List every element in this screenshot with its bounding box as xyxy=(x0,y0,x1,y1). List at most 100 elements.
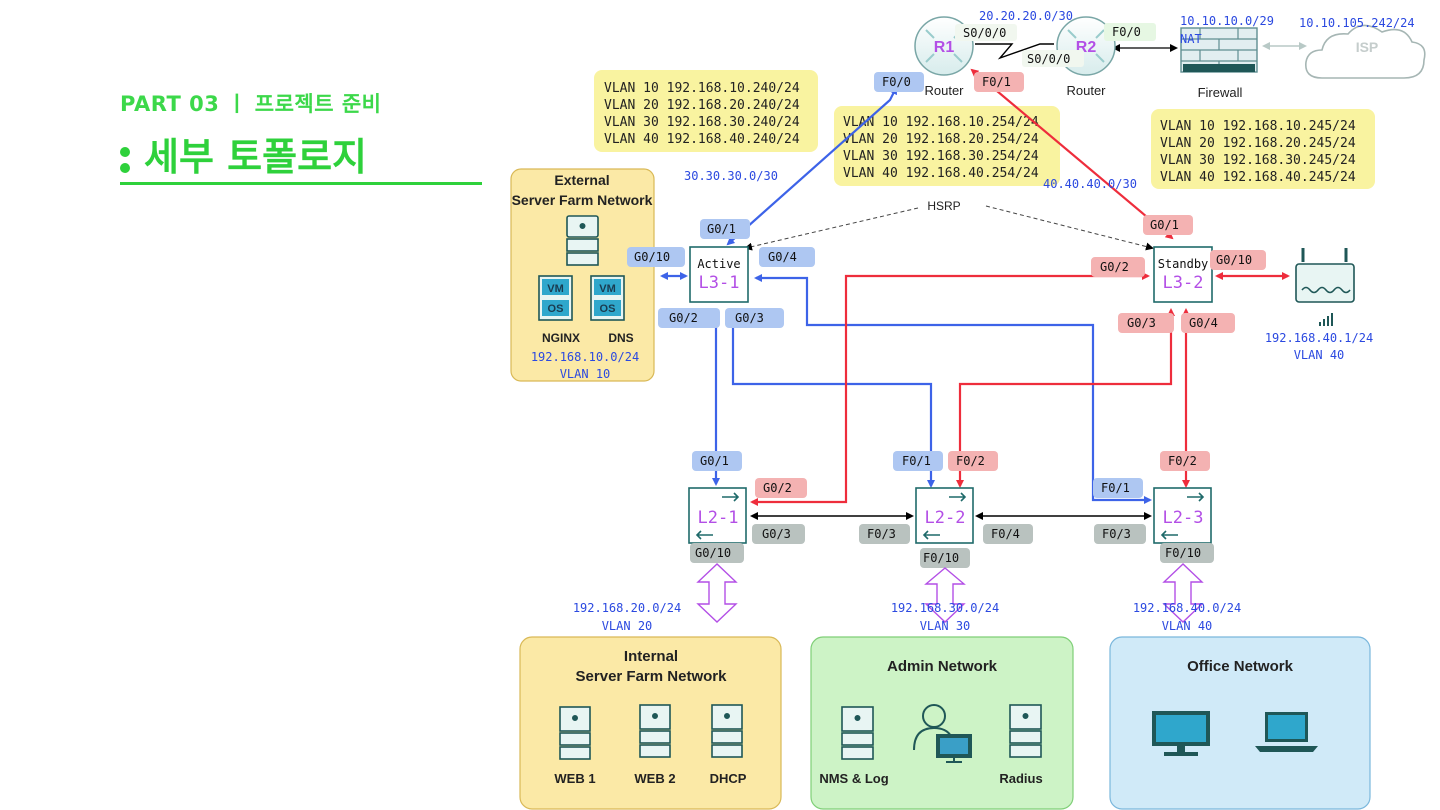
port-tag: G0/2 xyxy=(763,481,792,495)
switch-name: L2-3 xyxy=(1163,508,1204,528)
page-title-text: 세부 토폴로지 xyxy=(144,135,367,179)
server-name-web1: WEB 1 xyxy=(554,771,595,786)
port-tag: G0/1 xyxy=(707,222,736,236)
vm-icon-dns: VM OS xyxy=(590,275,625,321)
switch-role: Active xyxy=(697,257,740,271)
port-tag: G0/10 xyxy=(695,546,731,560)
wireless-ap-icon xyxy=(1295,248,1355,326)
server-name-dhcp: DHCP xyxy=(710,771,747,786)
server-name-radius: Radius xyxy=(999,771,1042,786)
port-tag-r2-s0: S0/0/0 xyxy=(1027,52,1070,66)
port-tag-r1-f01: F0/1 xyxy=(982,75,1011,89)
port-tag: F0/10 xyxy=(923,551,959,565)
subnet-label: 192.168.20.0/24 xyxy=(573,601,681,615)
hsrp-label: HSRP xyxy=(927,199,960,213)
switch-role: Standby xyxy=(1158,257,1209,271)
vlan-line: VLAN 10 192.168.10.245/24 xyxy=(1160,119,1356,134)
serial-subnet-label: 20.20.20.0/30 xyxy=(979,9,1073,23)
vlan-label: VLAN 10 xyxy=(560,367,611,381)
server-icon xyxy=(566,215,599,266)
port-tag: F0/1 xyxy=(1101,481,1130,495)
vlan-label: VLAN 30 xyxy=(920,619,971,633)
vlan-line: VLAN 30 192.168.30.240/24 xyxy=(604,115,800,130)
server-name-nginx: NGINX xyxy=(542,331,580,345)
port-tag: F0/10 xyxy=(1165,546,1201,560)
zone-external-server-farm: External Server Farm Network VM OS VM OS… xyxy=(510,168,655,382)
port-tag: F0/1 xyxy=(902,454,931,468)
title-bullet-icon xyxy=(120,141,130,179)
port-tag: F0/2 xyxy=(1168,454,1197,468)
port-tags: G0/1 G0/10 G0/4 G0/2 G0/3 G0/1 G0/2 G0/1… xyxy=(627,215,1266,568)
vlan-line: VLAN 20 192.168.20.254/24 xyxy=(843,132,1039,147)
vm-label: VM xyxy=(547,283,564,295)
vlan-line: VLAN 40 192.168.40.254/24 xyxy=(843,166,1039,181)
os-label: OS xyxy=(548,303,564,315)
vlan-label: VLAN 20 xyxy=(602,619,653,633)
vm-icon-nginx: VM OS xyxy=(538,275,573,321)
server-name-dns: DNS xyxy=(608,331,633,345)
zone-internal-server-farm: Internal Server Farm Network WEB 1 WEB 2… xyxy=(519,636,782,810)
switch-name: L3-1 xyxy=(699,273,740,293)
port-tag: G0/10 xyxy=(634,250,670,264)
firewall-caption: Firewall xyxy=(1198,85,1243,100)
zone-internal-title1: Internal xyxy=(624,648,678,665)
port-tag: G0/2 xyxy=(1100,260,1129,274)
zone-admin-title: Admin Network xyxy=(887,658,998,675)
vlan-line: VLAN 30 192.168.30.254/24 xyxy=(843,149,1039,164)
slide-header: PART 03 ㅣ 프로젝트 준비 세부 토폴로지 xyxy=(0,0,490,200)
vlan-box-virtual: VLAN 10 192.168.10.254/24 VLAN 20 192.16… xyxy=(834,106,1060,186)
vlan-line: VLAN 20 192.168.20.240/24 xyxy=(604,98,800,113)
subnet-label: 192.168.10.0/24 xyxy=(531,350,639,364)
link-l3-2-l2-2 xyxy=(956,308,1175,488)
nat-label: NAT xyxy=(1180,32,1202,46)
server-name-nms: NMS & Log xyxy=(819,771,888,786)
router-caption: Router xyxy=(924,83,964,98)
port-tag: G0/1 xyxy=(700,454,729,468)
vlan-box-l3-1: VLAN 10 192.168.10.240/24 VLAN 20 192.16… xyxy=(594,70,818,152)
port-tag: G0/3 xyxy=(762,527,791,541)
port-tag: F0/2 xyxy=(956,454,985,468)
vlan-line: VLAN 40 192.168.40.245/24 xyxy=(1160,170,1356,185)
switch-name: L3-2 xyxy=(1163,273,1204,293)
isp-cloud-icon: ISP xyxy=(1305,24,1426,79)
zone-admin-network: Admin Network NMS & Log Radius xyxy=(810,636,1074,810)
server-name-web2: WEB 2 xyxy=(634,771,675,786)
port-tag: G0/2 xyxy=(669,311,698,325)
port-tag: F0/3 xyxy=(867,527,896,541)
switch-l2-1: L2-1 xyxy=(688,487,747,544)
double-arrow-icon xyxy=(924,567,966,623)
vlan-box-l3-2: VLAN 10 192.168.10.245/24 VLAN 20 192.16… xyxy=(1151,109,1375,189)
port-tag: G0/10 xyxy=(1216,253,1252,267)
subnet-label: 192.168.40.0/24 xyxy=(1133,601,1241,615)
page-title: 세부 토폴로지 xyxy=(120,126,367,181)
link-label-30: 30.30.30.0/30 xyxy=(684,169,778,183)
server-icon xyxy=(841,704,1042,760)
hsrp-line-standby xyxy=(985,205,1154,251)
switch-l2-2: L2-2 xyxy=(915,487,974,544)
firewall-icon xyxy=(1180,27,1258,73)
admin-user-icon xyxy=(913,704,972,763)
subnet-label: 192.168.30.0/24 xyxy=(891,601,999,615)
port-tag: G0/3 xyxy=(1127,316,1156,330)
link-r1-l3-2 xyxy=(970,68,1174,240)
uplink-arrows xyxy=(696,563,1204,623)
vlan-line: VLAN 40 192.168.40.240/24 xyxy=(604,132,800,147)
port-tag-r1-f00: F0/0 xyxy=(882,75,911,89)
hsrp-line-active xyxy=(744,207,919,251)
vlan-line: VLAN 30 192.168.30.245/24 xyxy=(1160,153,1356,168)
router-name: R1 xyxy=(934,39,955,56)
link-l3-2-l2-1 xyxy=(750,272,1150,506)
switch-name: L2-2 xyxy=(925,508,966,528)
os-label: OS xyxy=(600,303,616,315)
link-label-40: 40.40.40.0/30 xyxy=(1043,177,1137,191)
ap-subnet-label: 192.168.40.1/24 xyxy=(1265,331,1373,345)
switch-l2-3: L2-3 xyxy=(1153,487,1212,544)
port-tag-r1-s0: S0/0/0 xyxy=(963,26,1006,40)
zone-office-network: Office Network xyxy=(1109,636,1371,810)
vlan-label: VLAN 40 xyxy=(1162,619,1213,633)
vlan-line: VLAN 20 192.168.20.245/24 xyxy=(1160,136,1356,151)
desktop-icon xyxy=(1152,711,1210,756)
port-tag: G0/4 xyxy=(1189,316,1218,330)
zone-internal-title2: Server Farm Network xyxy=(576,668,728,685)
switch-l3-1: Active L3-1 xyxy=(689,246,749,303)
